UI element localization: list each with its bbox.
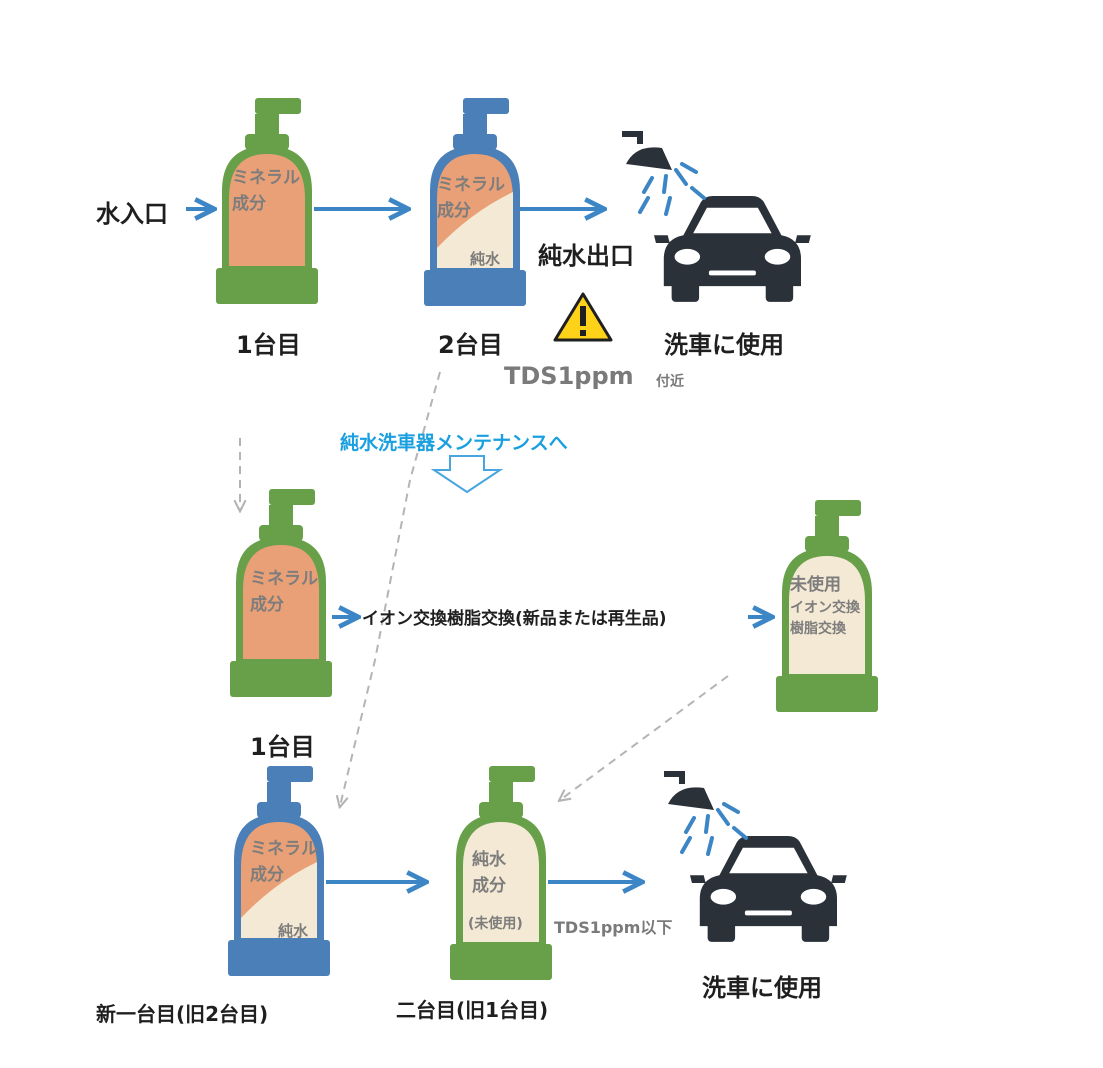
dashed-guides [240,371,729,806]
spray-dash-3 [722,802,740,814]
tank-b-caption: 二台目(旧1台目) [396,998,549,1022]
tanks-layer [216,98,878,980]
spray-dash-6 [690,186,706,200]
new-tank-line2: イオン交換 樹脂交換 [790,600,860,637]
tank-new [776,500,878,712]
tank-top-2 [424,98,526,306]
spray-dash-5 [664,196,672,216]
tank1-top-text: ミネラル 成分 [232,168,300,214]
tds-top-value: TDS1ppm [504,362,634,390]
tank-bottom-b [450,766,552,980]
spray-dash-3 [680,162,698,174]
maintenance-label: 純水洗車器メンテナンスへ [340,432,568,454]
shower-bottom-icon [664,771,748,856]
tank2-top-pure: 純水 [470,250,501,268]
spray-dash-4 [680,836,692,854]
spray-dash-5 [706,836,714,856]
car-top-icon [654,196,811,302]
icons-layer [622,131,847,942]
tank-a-text: ミネラル 成分 [250,839,318,885]
spray-dash-2 [674,168,688,186]
top-use-label: 洗車に使用 [664,331,784,359]
tds-bottom-label: TDS1ppm以下 [554,918,673,937]
tds-top-suffix: 付近 [656,374,684,390]
spray-dash-1 [662,174,668,194]
car-bottom-icon [690,836,847,942]
tank-b-sub: (未使用) [468,916,523,932]
tank2-top-text: ミネラル 成分 [437,175,505,221]
tank-bottom-a [228,766,330,976]
new-tank-line1: 未使用 [790,575,841,595]
dashed-line-new-to-second [560,675,729,800]
spray-dash-4 [638,196,650,214]
hollow-down-arrow [430,455,504,494]
spray-dash-6 [732,826,748,840]
tank-a-caption: 新一台目(旧2台目) [96,1002,269,1026]
spray-dash-0 [684,816,696,834]
tank2-top-caption: 2台目 [438,331,503,359]
tank-b-text: 純水 成分 [472,850,506,896]
spray-dash-1 [704,814,710,834]
bottom-use-label: 洗車に使用 [702,974,822,1002]
flow-arrows [186,209,770,882]
outlet-label: 純水出口 [538,242,634,270]
spray-dash-2 [716,808,730,826]
tank-mid-1 [230,489,332,697]
tank1-mid-text: ミネラル 成分 [250,569,318,615]
dashed-line-tank2-to-new-first [340,371,441,806]
tank-a-pure: 純水 [278,922,309,940]
spray-dash-0 [642,176,654,194]
exchange-label: イオン交換樹脂交換(新品または再生品) [362,609,667,629]
tank1-top-caption: 1台目 [236,331,301,359]
shower-top-icon [622,131,706,216]
tank1-mid-caption: 1台目 [250,733,315,761]
warning-icon [553,292,613,342]
tank-top-1 [216,98,318,304]
inlet-label: 水入口 [96,200,168,228]
